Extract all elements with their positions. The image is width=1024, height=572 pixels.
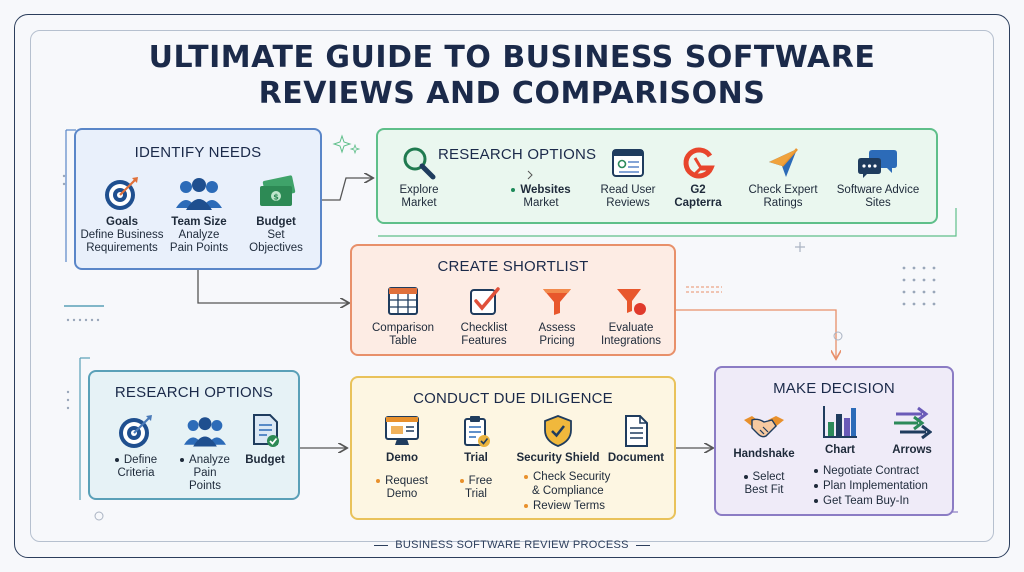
team-icon	[184, 417, 226, 447]
read-user-reviews-item: Read User Reviews	[590, 146, 666, 210]
footer-line-left	[374, 545, 388, 546]
outer-frame	[14, 14, 1010, 558]
assess-pricing-item: Assess Pricing	[522, 284, 592, 348]
software-advice-sites-item: Software Advice Sites	[828, 146, 928, 210]
security-details: Check Security & Compliance Review Terms	[524, 470, 628, 513]
comparison-table-item: Comparison Table	[362, 284, 444, 348]
evaluate-integrations-item: Evaluate Integrations	[590, 284, 672, 348]
budget-item: $ Budget Set Objectives	[236, 174, 316, 255]
research-options-bottom-card: RESEARCH OPTIONS Define Criteria Analyze…	[88, 370, 300, 500]
page-title-line2: REVIEWS AND COMPARISONS	[258, 76, 766, 111]
funnel-dot-icon	[617, 289, 646, 315]
security-shield-item: Security Shield	[506, 414, 610, 465]
chat-bubbles-icon	[858, 150, 897, 178]
analyze-pain-points-item: Analyze Pain Points	[174, 412, 236, 493]
handshake-item: Handshake Select Best Fit	[726, 408, 802, 497]
shield-icon	[544, 415, 572, 447]
g2-logo-icon	[683, 147, 715, 179]
handshake-icon	[744, 416, 784, 438]
target-icon	[119, 415, 152, 448]
page-title-line1: ULTIMATE GUIDE TO BUSINESS SOFTWARE	[148, 40, 876, 75]
trial-item: Trial Free Trial	[444, 414, 508, 501]
due-diligence-title: CONDUCT DUE DILIGENCE	[413, 390, 613, 407]
team-size-item: Team Size Analyze Pain Points	[162, 174, 236, 255]
arrows-icon	[894, 406, 932, 440]
monitor-icon	[385, 416, 419, 445]
magnifier-icon	[403, 147, 436, 180]
svg-text:$: $	[273, 193, 279, 202]
footer-line-right	[636, 545, 650, 546]
demo-item: Demo Request Demo	[364, 414, 440, 501]
chevron-icon	[527, 170, 533, 180]
decision-actions: Negotiate Contract Plan Implementation G…	[814, 464, 954, 508]
research-options-top-card: RESEARCH OPTIONS Explore Market Websites…	[376, 128, 938, 224]
create-shortlist-card: CREATE SHORTLIST Comparison Table Checkl…	[350, 244, 676, 356]
clipboard-icon	[464, 416, 490, 447]
check-expert-ratings-item: Check Expert Ratings	[740, 146, 826, 210]
make-decision-card: MAKE DECISION Handshake Select Best Fit …	[714, 366, 954, 516]
document-check-icon	[253, 414, 279, 447]
inner-frame	[30, 30, 994, 542]
g2-capterra-item: G2 Capterra	[668, 146, 728, 210]
team-icon	[176, 178, 222, 210]
websites-item: Websites Market	[496, 146, 586, 210]
bar-chart-icon	[823, 406, 857, 438]
research-top-title: RESEARCH OPTIONS	[438, 146, 597, 163]
explore-market-item: Explore Market	[382, 146, 456, 210]
identify-needs-title: IDENTIFY NEEDS	[134, 144, 262, 161]
research-bottom-title: RESEARCH OPTIONS	[114, 384, 274, 401]
checkbox-icon	[470, 287, 500, 315]
table-icon	[388, 287, 418, 315]
chart-item: Chart	[810, 404, 870, 457]
document-item: Document	[598, 414, 674, 465]
identify-needs-card: IDENTIFY NEEDS Goals Define Business Req…	[74, 128, 322, 270]
target-icon	[105, 177, 138, 210]
funnel-icon	[543, 289, 571, 315]
decision-title: MAKE DECISION	[773, 380, 895, 397]
arrows-item: Arrows	[876, 404, 948, 457]
money-icon: $	[260, 175, 296, 206]
checklist-features-item: Checklist Features	[446, 284, 522, 348]
shortlist-title: CREATE SHORTLIST	[437, 258, 589, 275]
paper-plane-icon	[769, 148, 798, 177]
budget-bottom-item: Budget	[234, 412, 296, 467]
goals-item: Goals Define Business Requirements	[80, 174, 164, 255]
footer-caption: BUSINESS SOFTWARE REVIEW PROCESS	[395, 539, 629, 551]
document-icon	[625, 415, 648, 447]
define-criteria-item: Define Criteria	[96, 412, 176, 480]
due-diligence-card: CONDUCT DUE DILIGENCE Demo Request Demo …	[350, 376, 676, 520]
browser-icon	[612, 149, 644, 177]
